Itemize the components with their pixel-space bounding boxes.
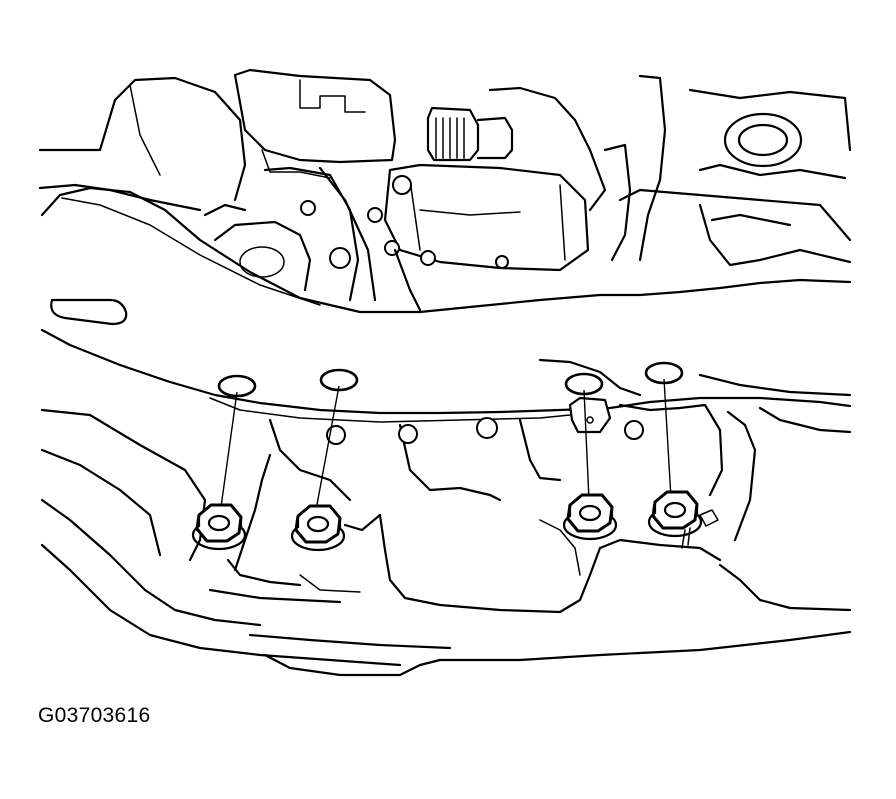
flange-nut-icon	[562, 493, 618, 541]
alignment-guide-lines	[220, 378, 672, 511]
mounting-holes	[217, 361, 684, 398]
flange-nut-icon	[191, 503, 247, 551]
flange-nut-icon	[647, 490, 703, 538]
lower-body-panels	[40, 408, 852, 677]
mounting-hole-icon	[319, 368, 359, 392]
engine-oil-pan	[268, 403, 852, 614]
front-crossmember	[40, 186, 852, 434]
steering-gear-assembly	[203, 143, 852, 312]
figure-code: G03703616	[38, 704, 151, 727]
flange-nuts	[191, 490, 719, 552]
clip-pin-icon	[681, 509, 719, 549]
flange-nut-icon	[290, 504, 346, 552]
engine-bay-background	[38, 68, 852, 262]
